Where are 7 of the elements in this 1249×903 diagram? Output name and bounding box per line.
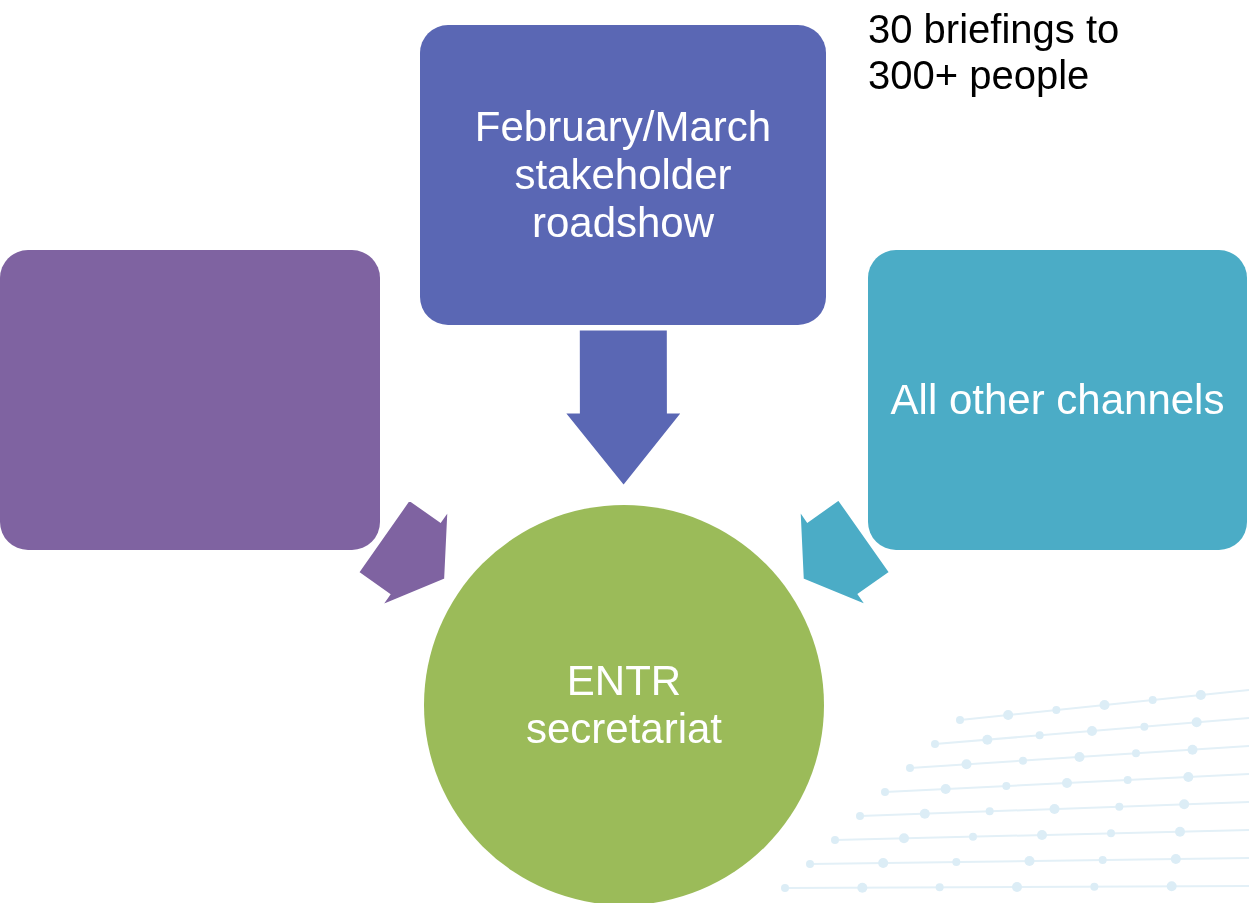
note-text: 30 briefings to 300+ people <box>868 6 1121 98</box>
rounded-box <box>868 250 1247 550</box>
node-label: ENTR secretariat <box>524 656 724 754</box>
rounded-box <box>0 250 380 550</box>
rounded-box <box>420 25 826 325</box>
node-label: February/March stakeholder roadshow <box>473 102 773 248</box>
node-label: All other channels <box>890 375 1225 425</box>
